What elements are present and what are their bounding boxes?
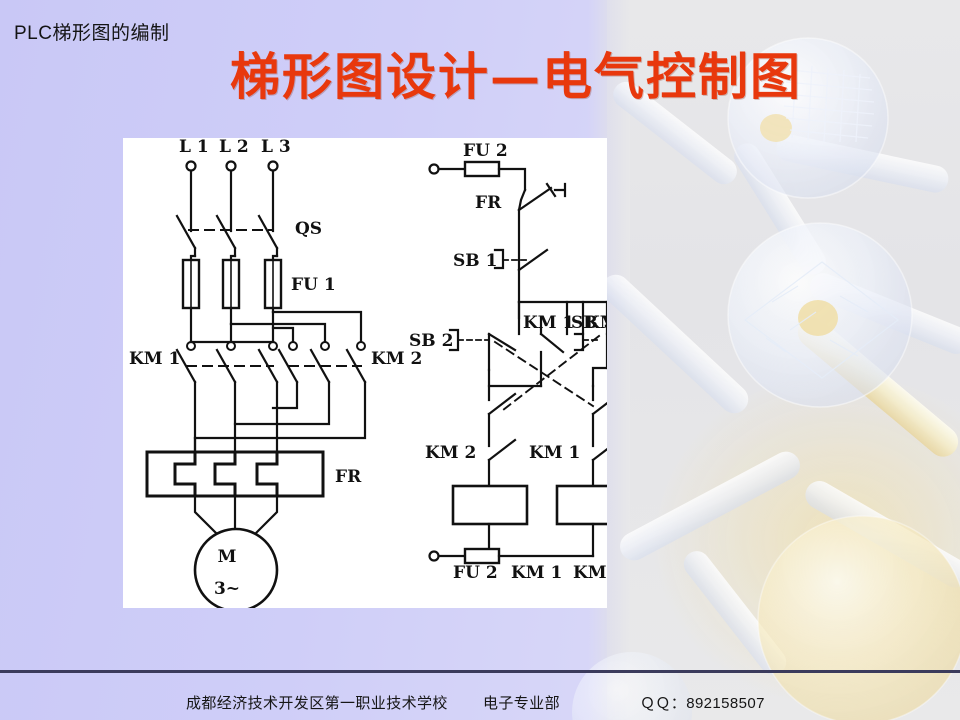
label-interlock-KM1: KM 1 [529, 443, 580, 463]
label-L3: L 3 [261, 138, 291, 157]
label-KM2-main: KM 2 [371, 349, 422, 369]
footer-department: 电子专业部 [482, 695, 560, 712]
label-FR-main: FR [335, 467, 362, 487]
label-SB2: SB 2 [409, 331, 453, 351]
label-cell-KM2: KM 2 [585, 313, 607, 333]
footer-school-name: 成都经济技术开发区第一职业技术学校 [186, 695, 448, 712]
page-kicker: PLC梯形图的编制 [14, 23, 170, 44]
label-coil-KM1: KM 1 [511, 563, 562, 583]
label-L2: L 2 [219, 138, 249, 157]
label-motor-M: M [218, 547, 237, 567]
page-title: 梯形图设计—电气控制图 [230, 47, 802, 106]
circuit-figure-panel: L 1 L 2 L 3 QS FU 1 KM 1 KM 2 FR M 3~ FU… [123, 138, 607, 608]
label-coil-KM2: KM 2 [573, 563, 607, 583]
label-FR-control: FR [475, 193, 502, 213]
footer-divider [0, 670, 960, 673]
label-cell-KM1: KM 1 [523, 313, 574, 333]
label-motor-phases: 3~ [214, 579, 240, 599]
label-L1: L 1 [179, 138, 209, 157]
footer-school-info: 成都经济技术开发区第一职业技术学校 电子专业部 [186, 692, 560, 713]
circuit-diagram: L 1 L 2 L 3 QS FU 1 KM 1 KM 2 FR M 3~ FU… [129, 138, 607, 608]
background-right-panel [607, 0, 960, 720]
label-FU1: FU 1 [291, 275, 336, 295]
label-FU2-top: FU 2 [463, 141, 508, 161]
label-KM1-main: KM 1 [129, 349, 180, 369]
label-QS: QS [295, 219, 322, 239]
label-SB1: SB 1 [453, 251, 497, 271]
footer-qq: ＱＱ：892158507 [640, 695, 765, 712]
label-interlock-KM2: KM 2 [425, 443, 476, 463]
label-cell-SB3: SB 3 [571, 313, 607, 333]
label-FU2-bottom: FU 2 [453, 563, 498, 583]
